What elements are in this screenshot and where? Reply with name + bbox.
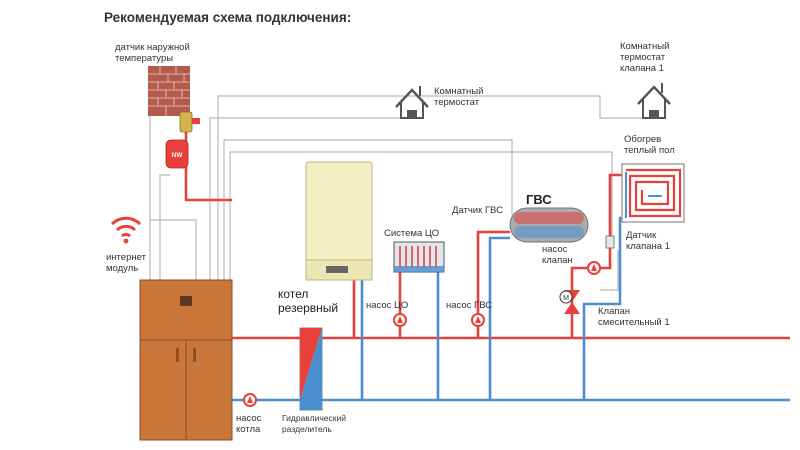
boiler-pump-label-1: насос	[236, 413, 262, 424]
hydraulic-separator-label-1: Гидравлический	[282, 413, 346, 423]
pump-icon	[471, 313, 485, 327]
wire-valve-sensor	[229, 151, 613, 280]
dhw-label: ГВС	[526, 192, 552, 207]
room-thermostat-label-2: термостат	[434, 97, 480, 108]
outdoor-sensor-label-2: температуры	[115, 53, 173, 64]
hydraulic-separator-label-2: разделитель	[282, 424, 332, 434]
house-thermostat-icon	[637, 83, 671, 119]
radiator-icon	[393, 241, 445, 273]
room-thermostat-label-1: Комнатный	[434, 86, 483, 97]
expansion-tank-icon: NW	[165, 111, 200, 169]
room-thermostat-valve-label-3: клапана 1	[620, 63, 664, 74]
boiler-pump-label-2: котла	[236, 424, 261, 435]
dhw-sensor-label: Датчик ГВС	[452, 205, 503, 216]
outdoor-sensor-label-1: датчик наружной	[115, 42, 190, 53]
valve-sensor	[605, 235, 615, 249]
wifi-icon	[110, 216, 142, 244]
brick-wall-icon	[148, 66, 190, 116]
internet-module-label-2: модуль	[106, 263, 138, 274]
pump-icon	[587, 261, 601, 275]
return-pipes	[232, 216, 790, 402]
wire-room-thermostat-valve	[217, 95, 646, 280]
wire-internet	[150, 219, 197, 280]
pipe-floor-supply	[570, 173, 622, 296]
room-thermostat-valve-label-2: термостат	[620, 52, 666, 63]
nw-badge: NW	[172, 152, 184, 159]
page-title: Рекомендуемая схема подключения:	[104, 10, 352, 25]
mixing-valve-label-1: Клапан	[598, 306, 630, 317]
pump-icon	[393, 313, 407, 327]
wire-nw	[159, 174, 170, 280]
house-thermostat-icon	[395, 86, 429, 119]
pipe-dhw-return	[488, 236, 510, 400]
control-wiring	[149, 80, 646, 291]
room-thermostat-valve-label-1: Комнатный	[620, 41, 669, 52]
valve-sensor-label-1: Датчик	[626, 230, 657, 241]
backup-boiler-label-1: котел	[278, 287, 308, 301]
valve-sensor-label-2: клапана 1	[626, 241, 670, 252]
wire-room-thermostat	[209, 117, 414, 280]
pipe-floor-return	[582, 216, 622, 400]
backup-boiler-label-2: резервный	[278, 301, 338, 315]
dhw-pump-label-2: клапан	[542, 255, 573, 266]
underfloor-coil-icon	[621, 163, 685, 223]
pipe-dhw-supply	[476, 230, 510, 338]
pump-dhw-label: насос ГВС	[446, 300, 492, 311]
dhw-tank	[509, 207, 589, 243]
internet-module-label-1: интернет	[106, 252, 147, 263]
mixing-valve-label-2: смесительный 1	[598, 317, 670, 328]
heating-system-label: Система ЦО	[384, 228, 439, 239]
wire-dhw-sensor	[223, 139, 513, 280]
svg-text:M: M	[563, 295, 569, 302]
backup-boiler	[305, 161, 373, 281]
wire-mixing-valve	[600, 250, 619, 291]
pump-icon	[243, 393, 257, 407]
hydraulic-separator	[299, 327, 323, 411]
main-boiler	[139, 279, 233, 441]
floor-heating-label-1: Обогрев	[624, 134, 661, 145]
floor-heating-label-2: теплый пол	[624, 145, 675, 156]
mixing-valve-icon: M	[559, 290, 580, 314]
dhw-pump-label-1: насос	[542, 244, 568, 255]
pump-heating-label: насос ЦО	[366, 300, 408, 311]
